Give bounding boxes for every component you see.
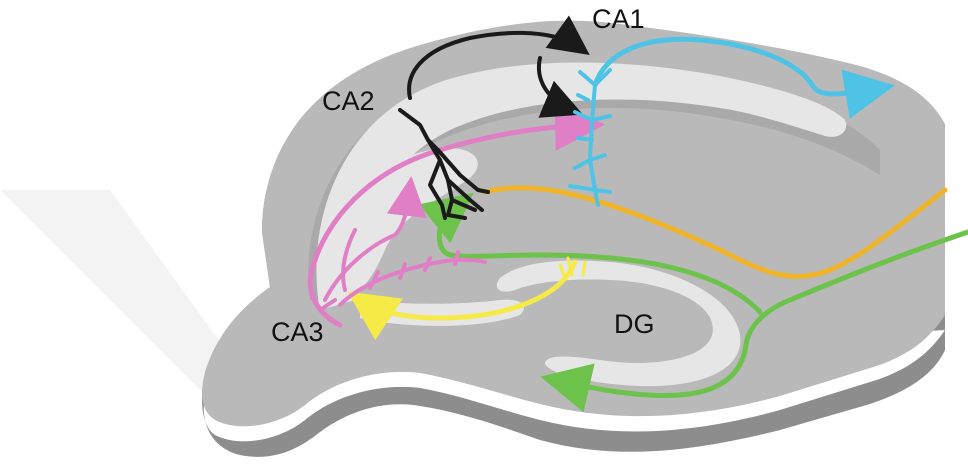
ca3-label: CA3 bbox=[271, 319, 324, 346]
ca1-label: CA1 bbox=[592, 6, 645, 33]
dg-label: DG bbox=[614, 311, 655, 338]
ca2-label: CA2 bbox=[322, 88, 375, 115]
